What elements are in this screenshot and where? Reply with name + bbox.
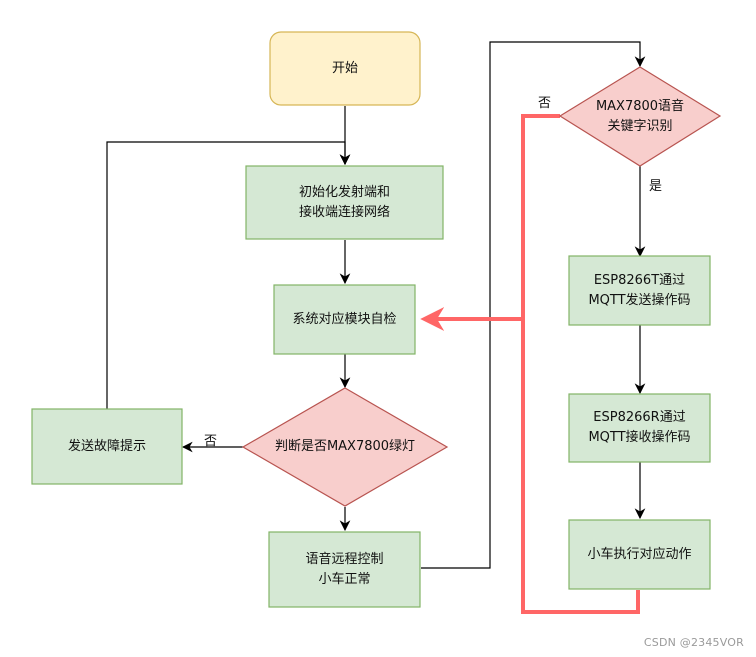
start-label: 开始 [331, 60, 358, 76]
espr-label: ESP8266R通过 MQTT接收操作码 [588, 410, 691, 445]
judge-no-label: 否 [204, 434, 218, 449]
keyword-label: MAX7800语音 关键字识别 [595, 98, 685, 134]
edges [106, 41, 646, 569]
selfcheck-node[interactable] [273, 284, 416, 355]
watermark: CSDN @2345VOR [643, 636, 744, 649]
espt-node[interactable] [568, 255, 711, 326]
espt-label: ESP8266T通过 MQTT发送操作码 [588, 272, 691, 308]
remote-ok-node[interactable] [268, 531, 421, 608]
start-node[interactable] [269, 31, 421, 106]
init-node[interactable] [245, 165, 444, 240]
fault-label: 发送故障提示 [67, 438, 146, 454]
edge-fault-to-init [106, 141, 351, 409]
espr-node[interactable] [568, 393, 711, 463]
car-exec-label: 小车执行对应动作 [587, 546, 692, 562]
selfcheck-label: 系统对应模块自检 [292, 311, 397, 327]
car-exec-node[interactable] [568, 519, 711, 590]
init-label: 初始化发射端和 接收端连接网络 [298, 184, 390, 220]
fault-node[interactable] [31, 408, 183, 485]
keyword-decision[interactable] [558, 66, 722, 167]
highlight-edges [420, 114, 640, 614]
keyword-yes-label: 是 [649, 179, 663, 194]
edge-keyword-no-loop [521, 114, 640, 614]
keyword-no-label: 否 [538, 96, 552, 111]
edge-remote-to-keyword [421, 41, 646, 569]
judge-green-decision[interactable] [241, 387, 449, 507]
remote-ok-label: 语音远程控制 小车正常 [305, 551, 384, 587]
judge-green-label: 判断是否MAX7800绿灯 [274, 439, 416, 454]
